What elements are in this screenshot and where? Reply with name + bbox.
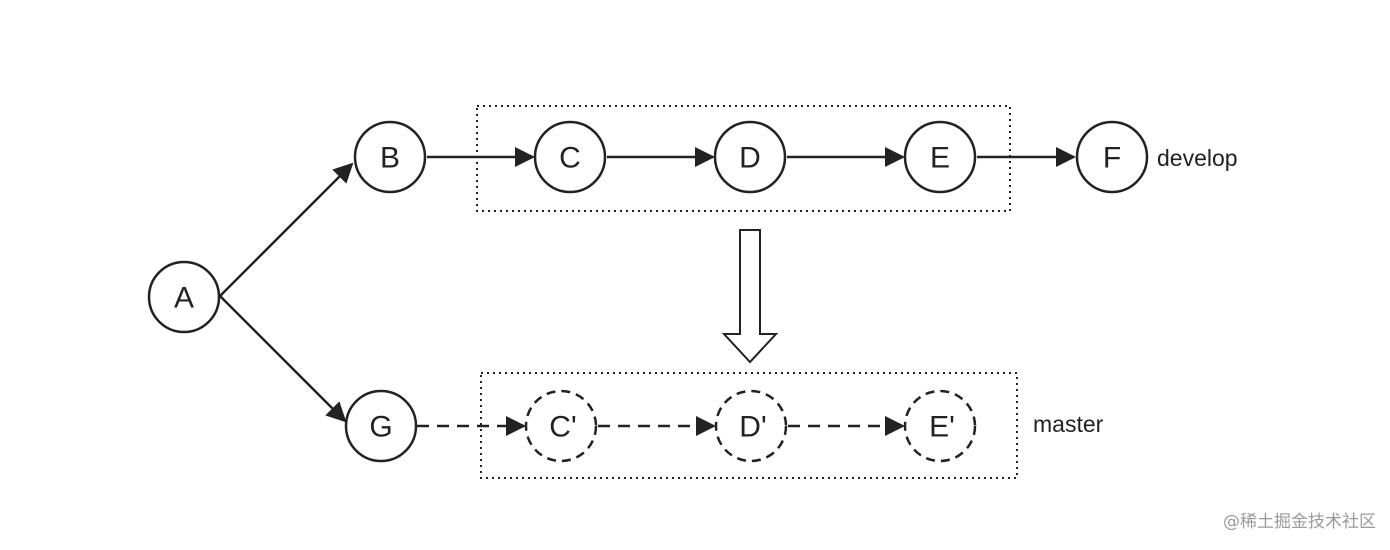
commit-label-a: A (174, 282, 194, 315)
edge-a-to-g (219, 295, 347, 423)
commit-label-c: C (559, 142, 581, 175)
commit-node-g (344, 389, 418, 463)
edge-a-to-b (219, 162, 354, 297)
commit-label-c-prime: C' (549, 411, 576, 444)
commit-node-b (353, 120, 427, 194)
commit-label-g: G (369, 411, 392, 444)
branch-label-master: master (1033, 411, 1104, 437)
commit-label-e-prime: E' (929, 411, 955, 444)
commit-node-f (1075, 120, 1149, 194)
commit-label-e: E (930, 142, 950, 175)
commit-node-a (147, 260, 221, 334)
commit-label-f: F (1103, 142, 1121, 175)
branch-label-develop: develop (1157, 145, 1238, 171)
master-rebased-commits-selection-box (480, 372, 1018, 479)
commit-node-e-prime (903, 389, 977, 463)
rebase-down-arrow (721, 229, 779, 364)
watermark-text: @稀土掘金技术社区 (1223, 512, 1376, 532)
commit-node-e (903, 120, 977, 194)
commit-node-d (713, 120, 787, 194)
commit-node-d-prime (714, 389, 788, 463)
commit-label-d-prime: D' (739, 411, 766, 444)
commit-label-d: D (739, 142, 761, 175)
commit-label-b: B (380, 142, 400, 175)
commit-node-c (533, 120, 607, 194)
commit-node-c-prime (524, 389, 598, 463)
